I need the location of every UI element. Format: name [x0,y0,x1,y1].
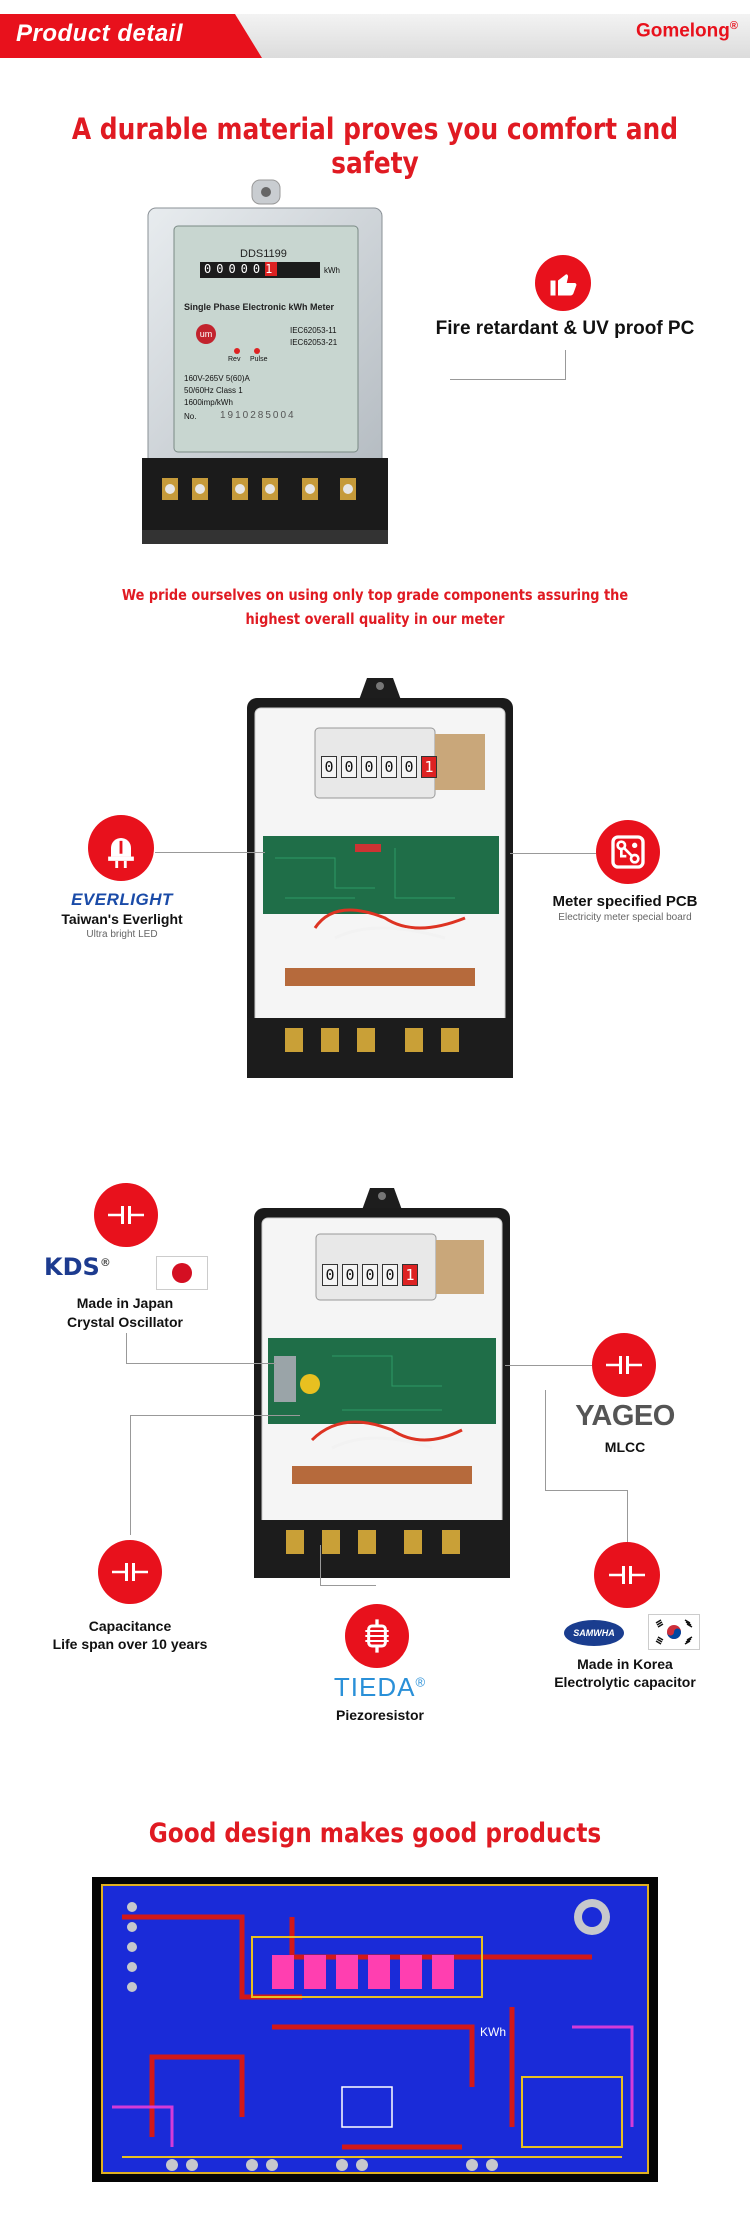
meter-unit: kWh [324,266,340,275]
everlight-title: Taiwan's Everlight [61,911,183,927]
meter-front-image: DDS1199 000001 kWh Single Phase Electron… [140,178,390,548]
meter-standard-2: IEC62053-21 [290,338,338,347]
meter-interior-image: 0 0 0 0 0 1 [245,668,515,1080]
quality-headline-line2: highest overall quality in our meter [245,610,505,628]
counter-digit: 0 [361,756,377,778]
counter-digit: 0 [342,1264,358,1286]
brand-name: Gomelong® [635,20,738,42]
meter-spec-3: 1600imp/kWh [184,398,233,407]
pcb-icon [596,820,660,884]
pulse-led-icon [254,348,260,354]
quality-headline-line1: We pride ourselves on using only top gra… [121,586,629,604]
everlight-sub: Ultra bright LED [86,929,158,940]
connector-line [126,1333,127,1363]
counter-digit: 0 [322,1264,338,1286]
tieda-sub: Piezoresistor [336,1707,424,1723]
everlight-logo: EVERLIGHT [71,890,173,909]
meter-counter: 000001 [200,262,320,278]
pcb-title: Meter specified PCB [552,893,698,910]
connector-line [155,852,265,853]
connector-line [545,1390,546,1490]
meter-serial: 1910285004 [220,410,296,421]
connector-line [565,350,566,380]
headline-durable: A durable material proves you comfort an… [71,112,679,180]
fire-retardant-label: Fire retardant & UV proof PC [435,318,695,339]
meter-name: Single Phase Electronic kWh Meter [184,302,335,312]
kds-line2: Crystal Oscillator [67,1314,183,1330]
header-red-tab [0,14,262,58]
capacitor-icon [94,1183,158,1247]
counter-digit: 0 [362,1264,378,1286]
connector-line [320,1585,376,1586]
product-detail-header: Product detail Gomelong® [0,0,750,62]
connector-line [505,1365,592,1366]
pcb-kwh-label: KWh [480,2025,507,2039]
interior-counter: 0 0 0 0 0 1 [321,756,437,778]
meter-logo-icon: um [196,324,216,344]
headline-good-design: Good design makes good products [148,1818,602,1849]
pulse-label: Pulse [250,356,268,363]
meter-no-label: No. [184,412,197,421]
meter-model: DDS1199 [240,248,287,260]
kds-logo: KDS® [44,1253,111,1281]
connector-line [130,1415,131,1535]
counter-digit: 1 [421,756,437,778]
capacitance-line2: Life span over 10 years [52,1636,208,1652]
counter-digit: 0 [341,756,357,778]
meter-spec-2: 50/60Hz Class 1 [184,386,243,395]
capacitor-icon [592,1333,656,1397]
led-icon [88,815,154,881]
korea-flag-icon [648,1614,700,1650]
capacitor-icon [594,1542,660,1608]
tieda-logo: TIEDA® [333,1672,427,1702]
header-title: Product detail [16,20,184,47]
counter-digit: 0 [382,1264,398,1286]
counter-digit: 0 [321,756,337,778]
components-counter: 0 0 0 0 1 [322,1264,418,1286]
meter-components-image: 0 0 0 0 1 [252,1180,512,1580]
connector-line [320,1545,321,1585]
japan-flag-icon [156,1256,208,1290]
samwha-line2: Electrolytic capacitor [554,1674,696,1690]
thumbs-up-icon [535,255,591,311]
connector-line [510,853,596,854]
yageo-logo: YAGEO [575,1400,675,1432]
counter-digit: 0 [401,756,417,778]
pcb-layout-image: KWh [92,1877,658,2182]
connector-line [545,1490,627,1491]
rev-led-icon [234,348,240,354]
connector-line [627,1490,628,1542]
kds-line1: Made in Japan [76,1295,174,1311]
connector-line [126,1363,276,1364]
samwha-logo: SAMWHA [564,1620,624,1646]
rev-label: Rev [228,356,241,363]
connector-line [450,379,566,380]
resistor-icon [345,1604,409,1668]
pcb-sub: Electricity meter special board [558,912,692,923]
meter-spec-1: 160V-265V 5(60)A [184,374,250,383]
connector-line [130,1415,300,1416]
counter-digit: 0 [381,756,397,778]
yageo-sub: MLCC [604,1439,646,1455]
capacitance-line1: Capacitance [88,1618,172,1634]
samwha-line1: Made in Korea [577,1656,673,1672]
counter-digit: 1 [402,1264,418,1286]
capacitor-icon [98,1540,162,1604]
meter-standard-1: IEC62053-11 [290,326,337,335]
